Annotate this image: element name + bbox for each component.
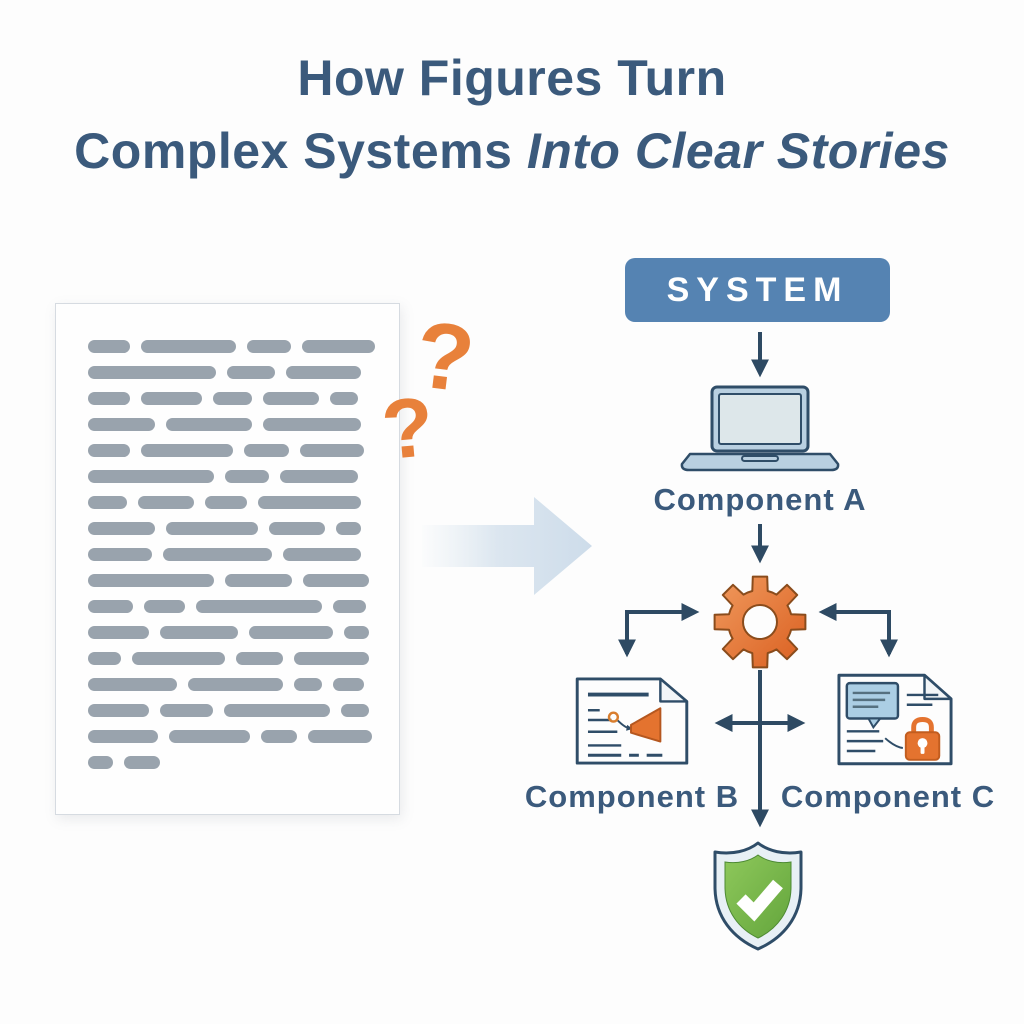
redacted-text-pill xyxy=(88,392,130,405)
redacted-text-pill xyxy=(138,496,194,509)
text-line-row xyxy=(88,548,367,561)
text-line-row xyxy=(88,652,370,665)
text-line-row xyxy=(88,756,367,769)
redacted-text-pill xyxy=(257,496,361,509)
system-label: SYSTEM xyxy=(666,270,849,309)
redacted-text-pill xyxy=(88,652,122,665)
redacted-text-pill xyxy=(143,600,186,613)
redacted-text-pill xyxy=(235,652,283,665)
document-megaphone-icon xyxy=(575,677,689,765)
text-line-row xyxy=(88,340,375,353)
page-title: How Figures Turn Complex Systems Into Cl… xyxy=(0,42,1024,188)
text-line-row xyxy=(88,470,367,483)
redacted-text-pill xyxy=(302,574,370,587)
redacted-text-pill xyxy=(224,574,292,587)
text-line-row xyxy=(88,392,367,405)
redacted-text-pill xyxy=(88,574,214,587)
redacted-text-pill xyxy=(196,600,323,613)
redacted-text-pill xyxy=(140,340,236,353)
redacted-text-pill xyxy=(263,418,362,431)
redacted-text-pill xyxy=(88,470,214,483)
title-line-2-regular: Complex Systems xyxy=(74,123,513,179)
text-line-row xyxy=(88,678,367,691)
redacted-text-pill xyxy=(243,444,289,457)
big-transform-arrow-icon xyxy=(422,497,592,595)
redacted-text-pill xyxy=(204,496,247,509)
laptop-icon xyxy=(680,385,840,472)
title-line-2-italic: Into Clear Stories xyxy=(526,123,950,179)
redacted-text-pill xyxy=(260,730,297,743)
redacted-text-pill xyxy=(213,392,253,405)
redacted-text-pill xyxy=(88,704,150,717)
text-line-row xyxy=(88,704,370,717)
shield-check-icon xyxy=(713,841,803,951)
component-c-label: Component C xyxy=(780,779,996,814)
redacted-text-pill xyxy=(165,522,259,535)
redacted-text-pill xyxy=(88,522,155,535)
redacted-text-pill xyxy=(293,652,370,665)
redacted-text-pill xyxy=(307,730,373,743)
title-line-2: Complex Systems Into Clear Stories xyxy=(0,115,1024,188)
manuscript-text-lines xyxy=(88,340,375,769)
text-line-row xyxy=(88,522,367,535)
redacted-text-pill xyxy=(88,496,128,509)
redacted-text-pill xyxy=(160,704,214,717)
system-node: SYSTEM xyxy=(625,258,890,322)
redacted-text-pill xyxy=(88,730,158,743)
redacted-text-pill xyxy=(88,626,150,639)
text-line-row xyxy=(88,730,373,743)
redacted-text-pill xyxy=(333,678,364,691)
redacted-text-pill xyxy=(88,548,153,561)
redacted-text-pill xyxy=(282,548,362,561)
text-line-row xyxy=(88,496,367,509)
redacted-text-pill xyxy=(224,704,331,717)
redacted-text-pill xyxy=(160,626,239,639)
redacted-text-pill xyxy=(168,730,250,743)
redacted-text-pill xyxy=(224,470,270,483)
text-line-row xyxy=(88,626,370,639)
redacted-text-pill xyxy=(246,340,292,353)
redacted-text-pill xyxy=(88,756,114,769)
document-lock-icon xyxy=(837,673,953,766)
redacted-text-pill xyxy=(88,340,130,353)
redacted-text-pill xyxy=(163,548,272,561)
component-b-label: Component B xyxy=(524,779,740,814)
redacted-text-pill xyxy=(269,522,325,535)
redacted-text-pill xyxy=(88,366,217,379)
redacted-text-pill xyxy=(140,392,203,405)
redacted-text-pill xyxy=(294,678,323,691)
redacted-text-pill xyxy=(302,340,375,353)
redacted-text-pill xyxy=(333,600,367,613)
redacted-text-pill xyxy=(299,444,364,457)
manuscript-page xyxy=(55,303,400,815)
redacted-text-pill xyxy=(285,366,362,379)
redacted-text-pill xyxy=(124,756,161,769)
text-line-row xyxy=(88,444,367,457)
redacted-text-pill xyxy=(335,522,361,535)
redacted-text-pill xyxy=(344,626,370,639)
redacted-text-pill xyxy=(280,470,359,483)
text-line-row xyxy=(88,600,367,613)
text-line-row xyxy=(88,574,370,587)
redacted-text-pill xyxy=(88,600,133,613)
gear-icon xyxy=(713,575,807,669)
redacted-text-pill xyxy=(249,626,334,639)
redacted-text-pill xyxy=(330,392,358,405)
redacted-text-pill xyxy=(140,444,233,457)
redacted-text-pill xyxy=(188,678,284,691)
redacted-text-pill xyxy=(88,678,178,691)
redacted-text-pill xyxy=(88,418,155,431)
text-line-row xyxy=(88,366,367,379)
component-a-label: Component A xyxy=(653,482,867,517)
redacted-text-pill xyxy=(88,444,130,457)
redacted-text-pill xyxy=(263,392,320,405)
redacted-text-pill xyxy=(341,704,370,717)
text-line-row xyxy=(88,418,367,431)
redacted-text-pill xyxy=(132,652,225,665)
redacted-text-pill xyxy=(165,418,253,431)
redacted-text-pill xyxy=(227,366,275,379)
title-line-1: How Figures Turn xyxy=(297,50,727,106)
